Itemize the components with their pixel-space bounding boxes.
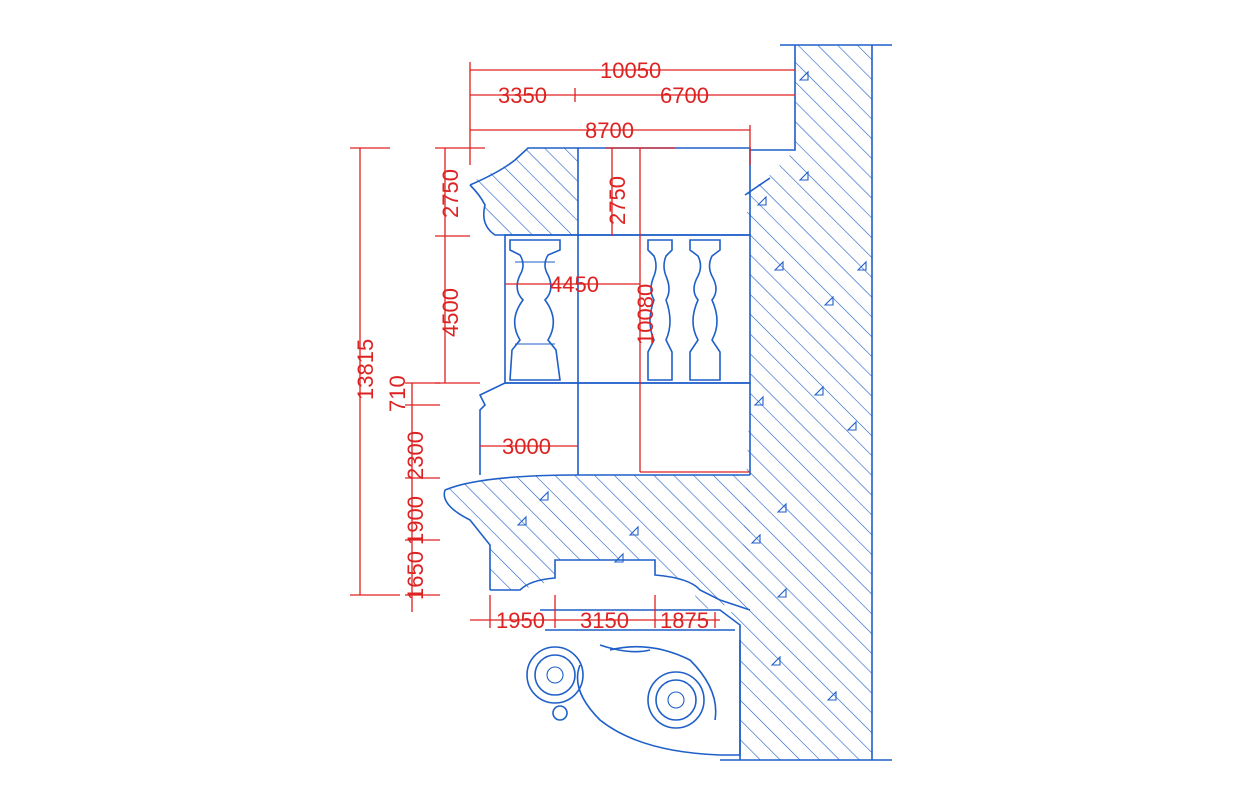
baluster-right bbox=[689, 239, 721, 381]
dim-top-left: 3350 bbox=[498, 83, 547, 108]
baluster-left bbox=[509, 239, 561, 381]
section-markers bbox=[516, 70, 867, 701]
dim-top-right: 6700 bbox=[660, 83, 709, 108]
dim-baluster-width: 4450 bbox=[550, 272, 599, 297]
dimension-labels: 10050 3350 6700 8700 2750 2750 4500 1381… bbox=[353, 58, 709, 633]
baluster-mid bbox=[647, 239, 673, 381]
pedestal bbox=[478, 382, 751, 475]
dim-pedestal-height: 2300 bbox=[403, 431, 428, 480]
ornamental-bracket bbox=[526, 609, 741, 756]
dim-overall-height: 13815 bbox=[353, 339, 378, 400]
balustrade bbox=[504, 234, 751, 475]
dim-top-overall: 10050 bbox=[600, 58, 661, 83]
floor-slab bbox=[443, 474, 751, 611]
dim-base-band: 1900 bbox=[403, 496, 428, 545]
dim-inner-height: 10080 bbox=[633, 284, 658, 345]
dim-bottom-mid: 3150 bbox=[580, 608, 629, 633]
dim-small-band: 710 bbox=[385, 375, 410, 412]
dimension-lines bbox=[350, 62, 795, 628]
dim-pedestal-width: 3000 bbox=[502, 434, 551, 459]
dim-baluster-zone: 4500 bbox=[438, 288, 463, 337]
dim-bottom-right: 1875 bbox=[660, 608, 709, 633]
dim-top-second: 8700 bbox=[585, 118, 634, 143]
wall-section bbox=[720, 44, 892, 761]
dim-cornice-left: 2750 bbox=[438, 169, 463, 218]
dim-cornice-inner: 2750 bbox=[605, 176, 630, 225]
dim-bottom-left: 1950 bbox=[496, 608, 545, 633]
dim-bottom-band: 1650 bbox=[403, 551, 428, 600]
cornice bbox=[469, 147, 771, 236]
